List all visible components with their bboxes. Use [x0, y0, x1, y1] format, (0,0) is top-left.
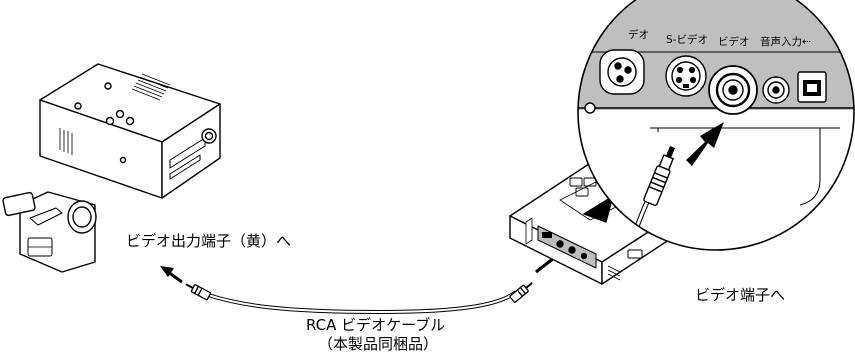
cable-name-label: RCA ビデオケーブル — [306, 316, 446, 334]
port-label-s-video: S-ビデオ — [666, 33, 708, 46]
source-output-label: ビデオ出力端子（黄）へ — [126, 232, 292, 250]
arrow-to-vcr — [160, 266, 183, 284]
camcorder-illustration — [2, 191, 97, 273]
port-label-audio-in: 音声入力 — [760, 35, 802, 48]
port-label-video-partial: デオ — [628, 28, 649, 41]
projector-input-label: ビデオ端子へ — [695, 286, 786, 304]
port-label-video: ビデオ — [718, 35, 750, 48]
cable-note-label: （本製品同梱品） — [318, 335, 439, 353]
magnifier-leaders — [582, 194, 615, 223]
vcr-illustration — [39, 63, 221, 199]
magnified-port-view: デオ S-ビデオ ビデオ 音声入力 ⇠ — [577, 0, 855, 251]
arrow-to-video-jack — [686, 122, 724, 166]
port-labels: デオ S-ビデオ ビデオ 音声入力 ⇠ — [628, 28, 811, 48]
usb-icon: ⇠ — [802, 36, 811, 48]
rca-video-cable — [185, 282, 533, 315]
